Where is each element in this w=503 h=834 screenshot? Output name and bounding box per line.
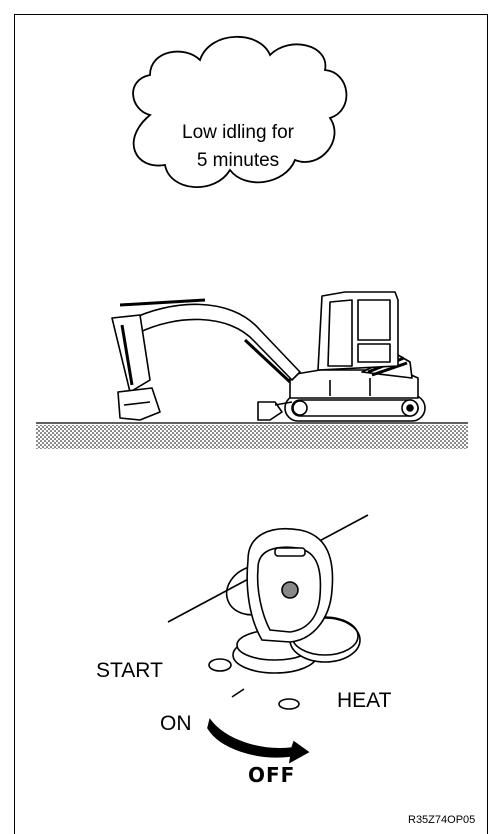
figure-code: R35Z74OP05 [408, 814, 475, 826]
cloud-text-line2: 5 minutes [158, 150, 318, 172]
heat-marker [279, 699, 299, 709]
start-marker [209, 659, 231, 671]
rotation-arrow [208, 720, 308, 762]
excavator [112, 292, 425, 421]
on-marker [232, 689, 244, 697]
on-label: ON [160, 712, 192, 736]
ground-gravel [36, 425, 468, 449]
off-label: OFF [248, 763, 295, 787]
start-label: START [96, 659, 163, 683]
heat-label: HEAT [337, 689, 391, 713]
ignition-switch [168, 515, 368, 762]
cloud-text-line1: Low idling for [158, 122, 318, 144]
